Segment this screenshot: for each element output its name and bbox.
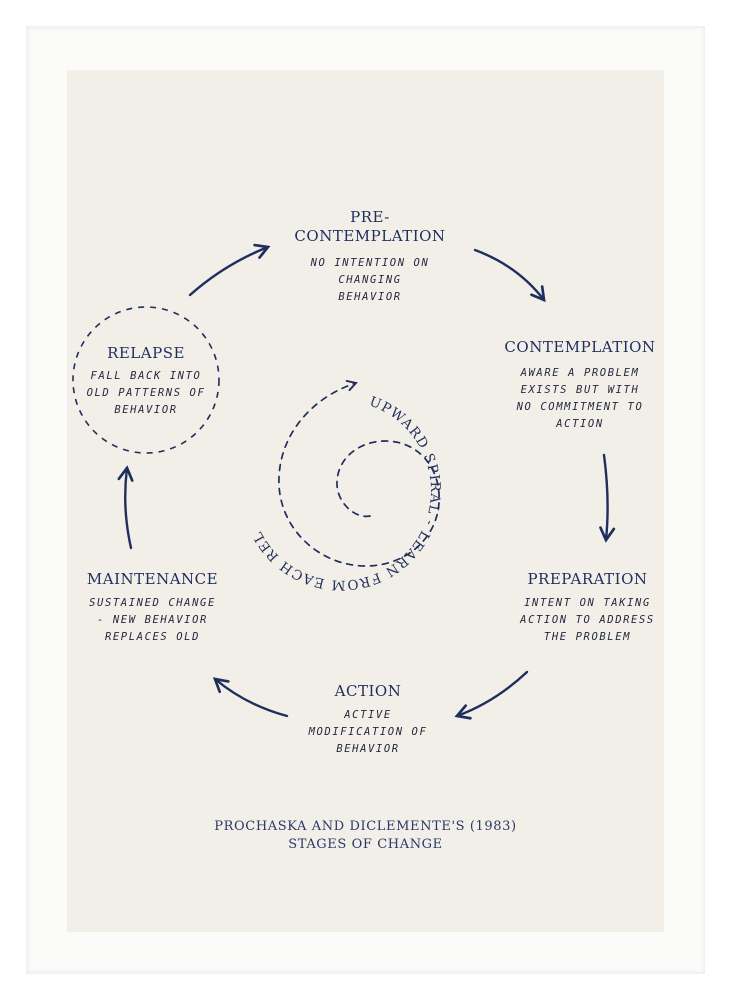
relapse-dashed-circle xyxy=(72,306,220,454)
footer-citation: PROCHASKA AND DICLEMENTE'S (1983) STAGES… xyxy=(214,819,517,852)
stage-desc-relapse: FALL BACK INTO OLD PATTERNS OF BEHAVIOR xyxy=(86,370,206,416)
arrow-contemplation-to-preparation xyxy=(599,453,616,543)
arrow-action-to-maintenance xyxy=(212,677,289,718)
stage-desc-contemplation: AWARE A PROBLEM EXISTS BUT WITH NO COMMI… xyxy=(516,367,644,430)
stage-title-contemplation: CONTEMPLATION xyxy=(504,338,656,356)
stage-desc-maintenance: SUSTAINED CHANGE - NEW BEHAVIOR REPLACES… xyxy=(89,597,216,643)
stage-desc-precontemplation: NO INTENTION ON CHANGING BEHAVIOR xyxy=(310,257,430,303)
upward-spiral-dashed xyxy=(278,380,440,567)
stage-title-action: ACTION xyxy=(334,682,402,700)
arrow-relapse-to-precontemplation xyxy=(188,243,271,297)
stage-title-preparation: PREPARATION xyxy=(527,570,648,588)
arrow-maintenance-to-relapse xyxy=(117,465,134,550)
stage-desc-action: ACTIVE MODIFICATION OF BEHAVIOR xyxy=(308,709,428,755)
stage-title-relapse: RELAPSE xyxy=(107,344,185,362)
arrow-precontemplation-to-contemplation xyxy=(473,248,546,303)
stage-title-maintenance: MAINTENANCE xyxy=(86,570,219,588)
poster-paper xyxy=(67,70,664,932)
arrow-preparation-to-action xyxy=(454,670,529,720)
stage-title-precontemplation: PRE- CONTEMPLATION xyxy=(294,208,446,245)
stage-desc-preparation: INTENT ON TAKING ACTION TO ADDRESS THE P… xyxy=(520,597,655,643)
